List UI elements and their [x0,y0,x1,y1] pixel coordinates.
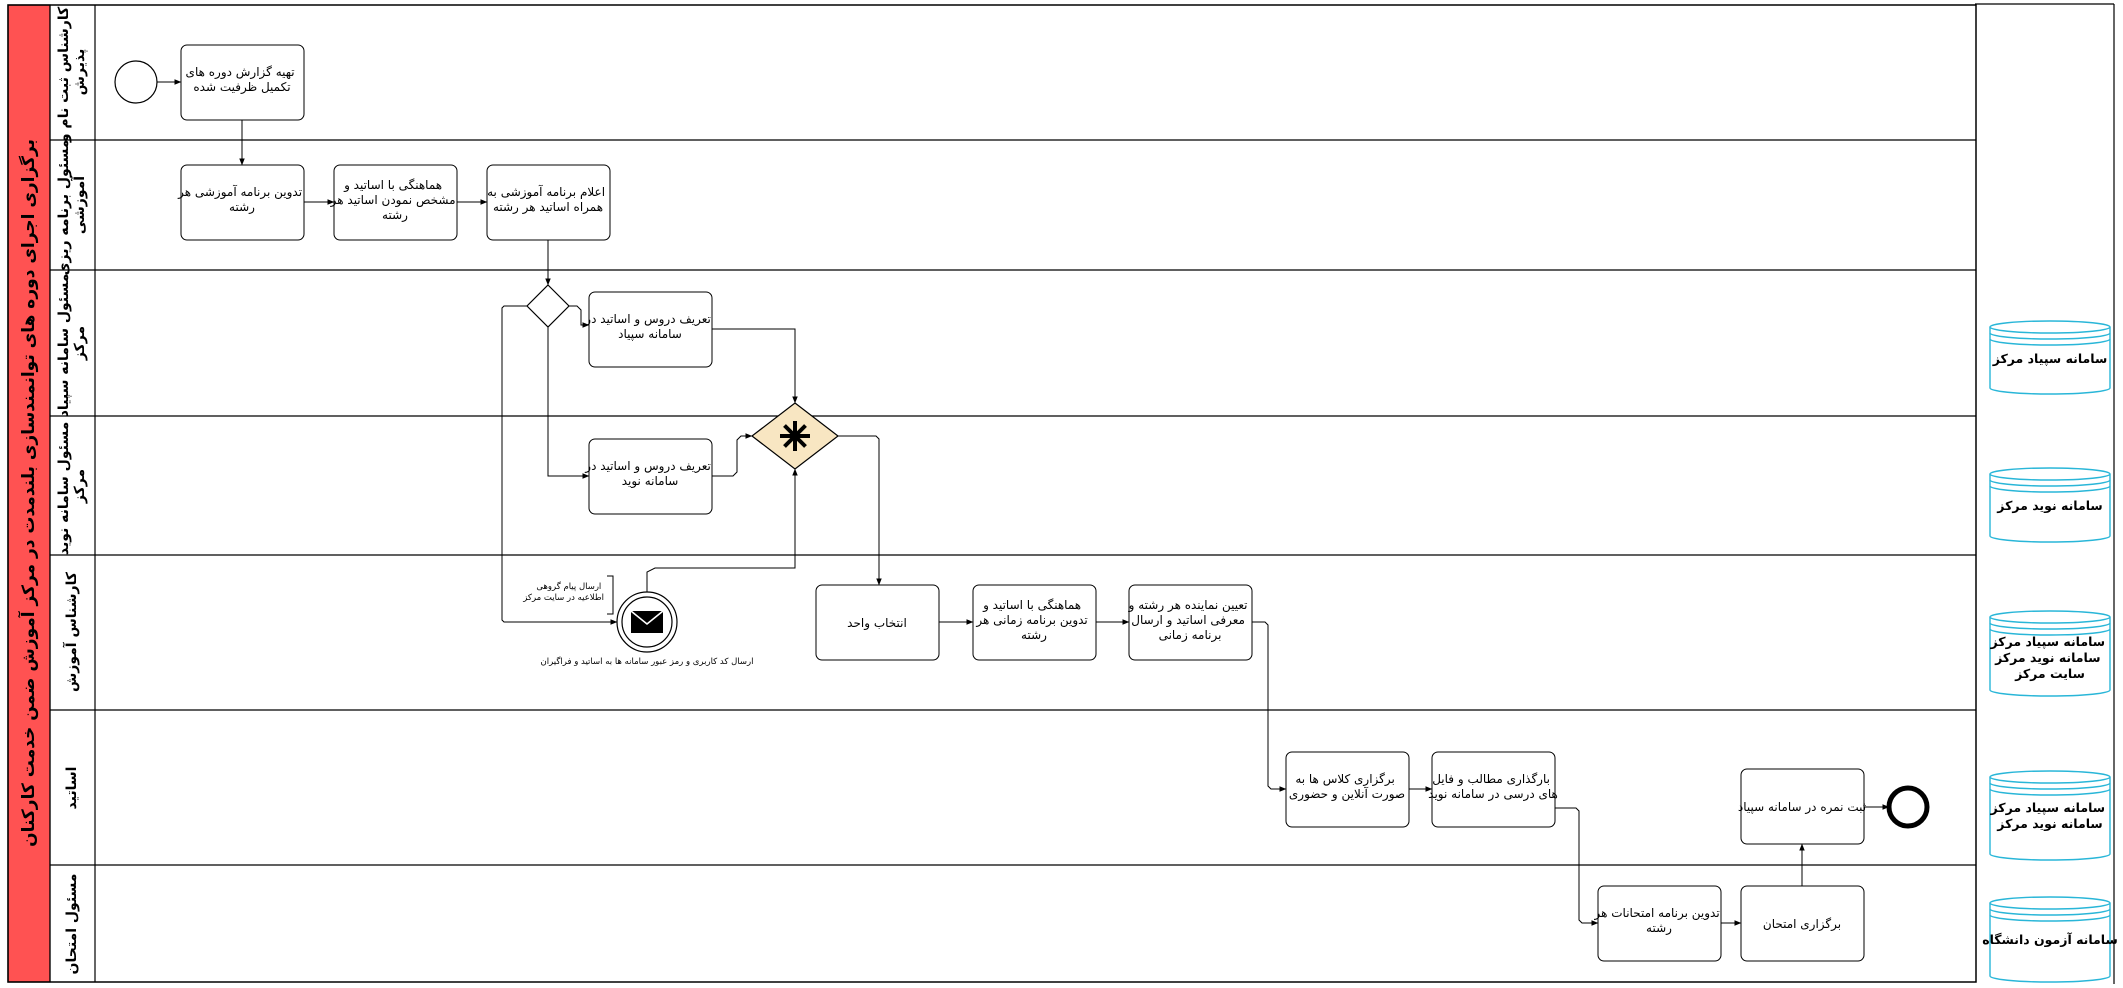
message-event-envelope-icon[interactable] [616,591,678,653]
flow-t6-complex [712,433,753,477]
data-store-ds3-label: سامانه سپیاد مرکز سامانه نوید مرکز سایت … [1990,634,2110,681]
data-store-ds5-label: سامانه آزمون دانشگاه [1982,932,2118,947]
lane-label-navid: مسئول سامانه نوید مرکز [56,417,88,555]
task-t12-label: ثبت نمره در سامانه سپیاد [1738,800,1866,815]
task-t7-label: انتخاب واحد [847,616,907,631]
lane-label-teachers: اساتید [64,767,80,810]
start-event-icon[interactable] [114,60,158,104]
pool-border [7,4,1977,983]
lane-label-exam: مسئول امتحان [64,874,80,975]
data-store-ds1[interactable] [1989,320,2111,395]
pool-title: برگزاری اجرای دوره های توانمندسازی بلندم… [17,139,39,847]
task-t2-label: تدوین برنامه آموزشی هر رشته [177,184,306,215]
flow-gateway-message [501,305,618,625]
task-t9-label: تعیین نماینده هر رشته و معرفی اساتید و ا… [1128,598,1252,643]
complex-gateway-icon[interactable] [751,402,839,470]
flow-message-complex [646,468,798,592]
sequence-flows [157,79,1890,926]
task-t11-label: بارگذاری مطالب و فایل های درسی در سامانه… [1428,772,1558,802]
task-t8-label: هماهنگی با اساتید و تدوین برنامه زمانی ه… [975,598,1091,643]
annotation-credentials: ارسال کد کاربری و رمز عبور سامانه ها به … [541,656,754,667]
end-event-icon[interactable] [1886,785,1930,829]
task-t10-label: برگزاری کلاس ها به صورت آنلاین و حضوری [1289,772,1405,802]
data-store-ds1-label: سامانه سپیاد مرکز [1992,351,2108,366]
flow-t11-t13 [1555,807,1599,926]
data-store-ds5[interactable] [1989,896,2111,983]
flow-gateway-t6 [547,327,590,479]
task-t6-label: تعریف دروس و اساتید در سامانه نوید [584,459,714,489]
annotation-group-message: ارسال پیام گروهی اطلاعیه در سایت مرکز [522,581,604,603]
lane-label-registration: کارشناس ثبت نام و پذیرش [56,2,88,143]
lane-label-sepad: مسئول سامانه سپیاد مرکز [56,269,88,418]
task-t13-label: تدوین برنامه امتحانات هر رشته [1593,906,1723,936]
flow-gateway-t5 [569,305,590,328]
task-t14-label: برگزاری امتحان [1763,917,1841,932]
lane-separators [50,139,1976,866]
data-store-ds4[interactable] [1989,770,2111,861]
lane-label-planning: مسئول برنامه ریزی آموزشی [56,135,88,276]
task-t5-label: تعریف دروس و اساتید در سامانه سپیاد [584,312,714,341]
task-labels: تهیه گزارش دوره های تکمیل ظرفیت شده تدوی… [177,65,1866,936]
lane-labels: کارشناس ثبت نام و پذیرش مسئول برنامه ریز… [56,2,88,975]
data-store-labels: سامانه سپیاد مرکز سامانه نوید مرکز سامان… [1982,351,2118,947]
tasks [180,44,1865,962]
flow-t5-complex [712,328,798,404]
task-t4-label: اعلام برنامه آموزشی به همراه اساتید هر ر… [487,184,609,215]
data-store-ds3[interactable] [1989,610,2111,697]
task-t3-label: هماهنگی با اساتید و مشخص نمودن اساتید هر… [330,178,460,223]
annotation-bracket [607,575,614,615]
task-t1-label: تهیه گزارش دوره های تکمیل ظرفیت شده [186,65,299,95]
data-store-ds4-label: سامانه سپیاد مرکز سامانه نوید مرکز [1990,800,2110,831]
flow-complex-t7 [838,435,882,586]
exclusive-gateway-icon[interactable] [526,284,570,328]
data-store-ds2[interactable] [1989,467,2111,543]
flow-t9-t10 [1252,621,1287,792]
data-stores [1989,320,2111,983]
lane-label-edu-expert: کارشناس آموزش [62,571,80,692]
data-store-ds2-label: سامانه نوید مرکز [1996,498,2102,513]
pool: برگزاری اجرای دوره های توانمندسازی بلندم… [7,4,1977,983]
